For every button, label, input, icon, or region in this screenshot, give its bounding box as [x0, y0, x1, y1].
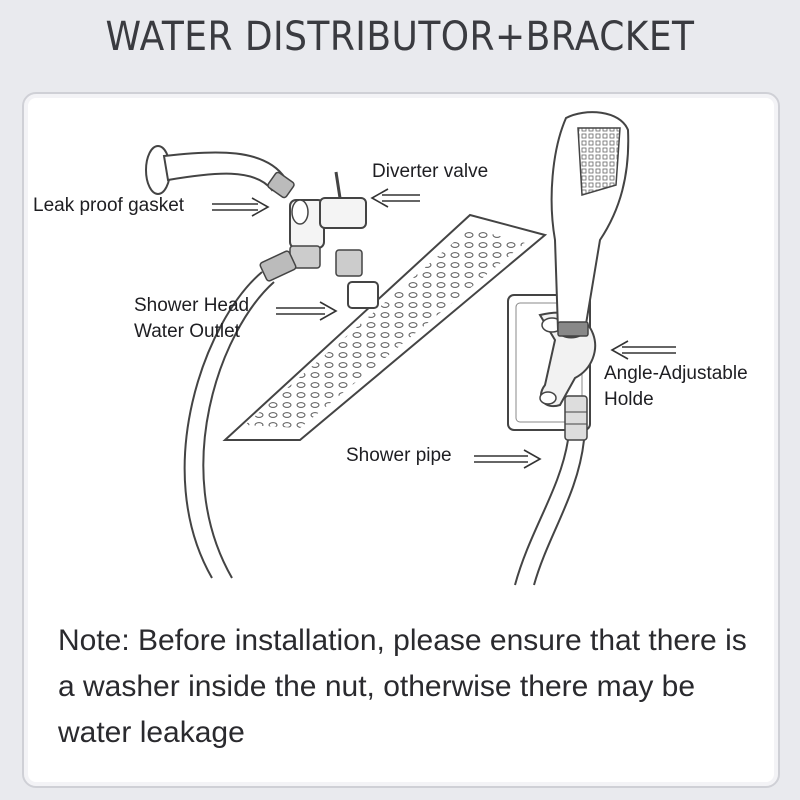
label-shower-head-line1: Shower Head — [134, 295, 250, 316]
label-leak-proof-gasket: Leak proof gasket — [33, 195, 185, 216]
diverter-valve — [289, 171, 379, 309]
page-title: WATER DISTRIBUTOR+BRACKET — [105, 14, 695, 60]
handheld-shower — [550, 111, 630, 441]
shower-pipe-hose — [514, 439, 585, 586]
label-diverter-valve: Diverter valve — [372, 161, 489, 182]
hose-nut — [259, 250, 297, 282]
shower-arm — [145, 145, 295, 199]
diagram-panel — [22, 92, 780, 788]
label-shower-pipe: Shower pipe — [346, 445, 452, 466]
rain-shower-head — [222, 213, 548, 441]
label-angle-holder-line2: Holde — [604, 389, 654, 410]
shower-hose — [183, 271, 275, 579]
arrows — [212, 188, 676, 469]
label-angle-holder-line1: Angle-Adjustable — [604, 363, 748, 384]
installation-note: Note: Before installation, please ensure… — [58, 624, 747, 749]
label-shower-head-line2: Water Outlet — [134, 321, 240, 342]
